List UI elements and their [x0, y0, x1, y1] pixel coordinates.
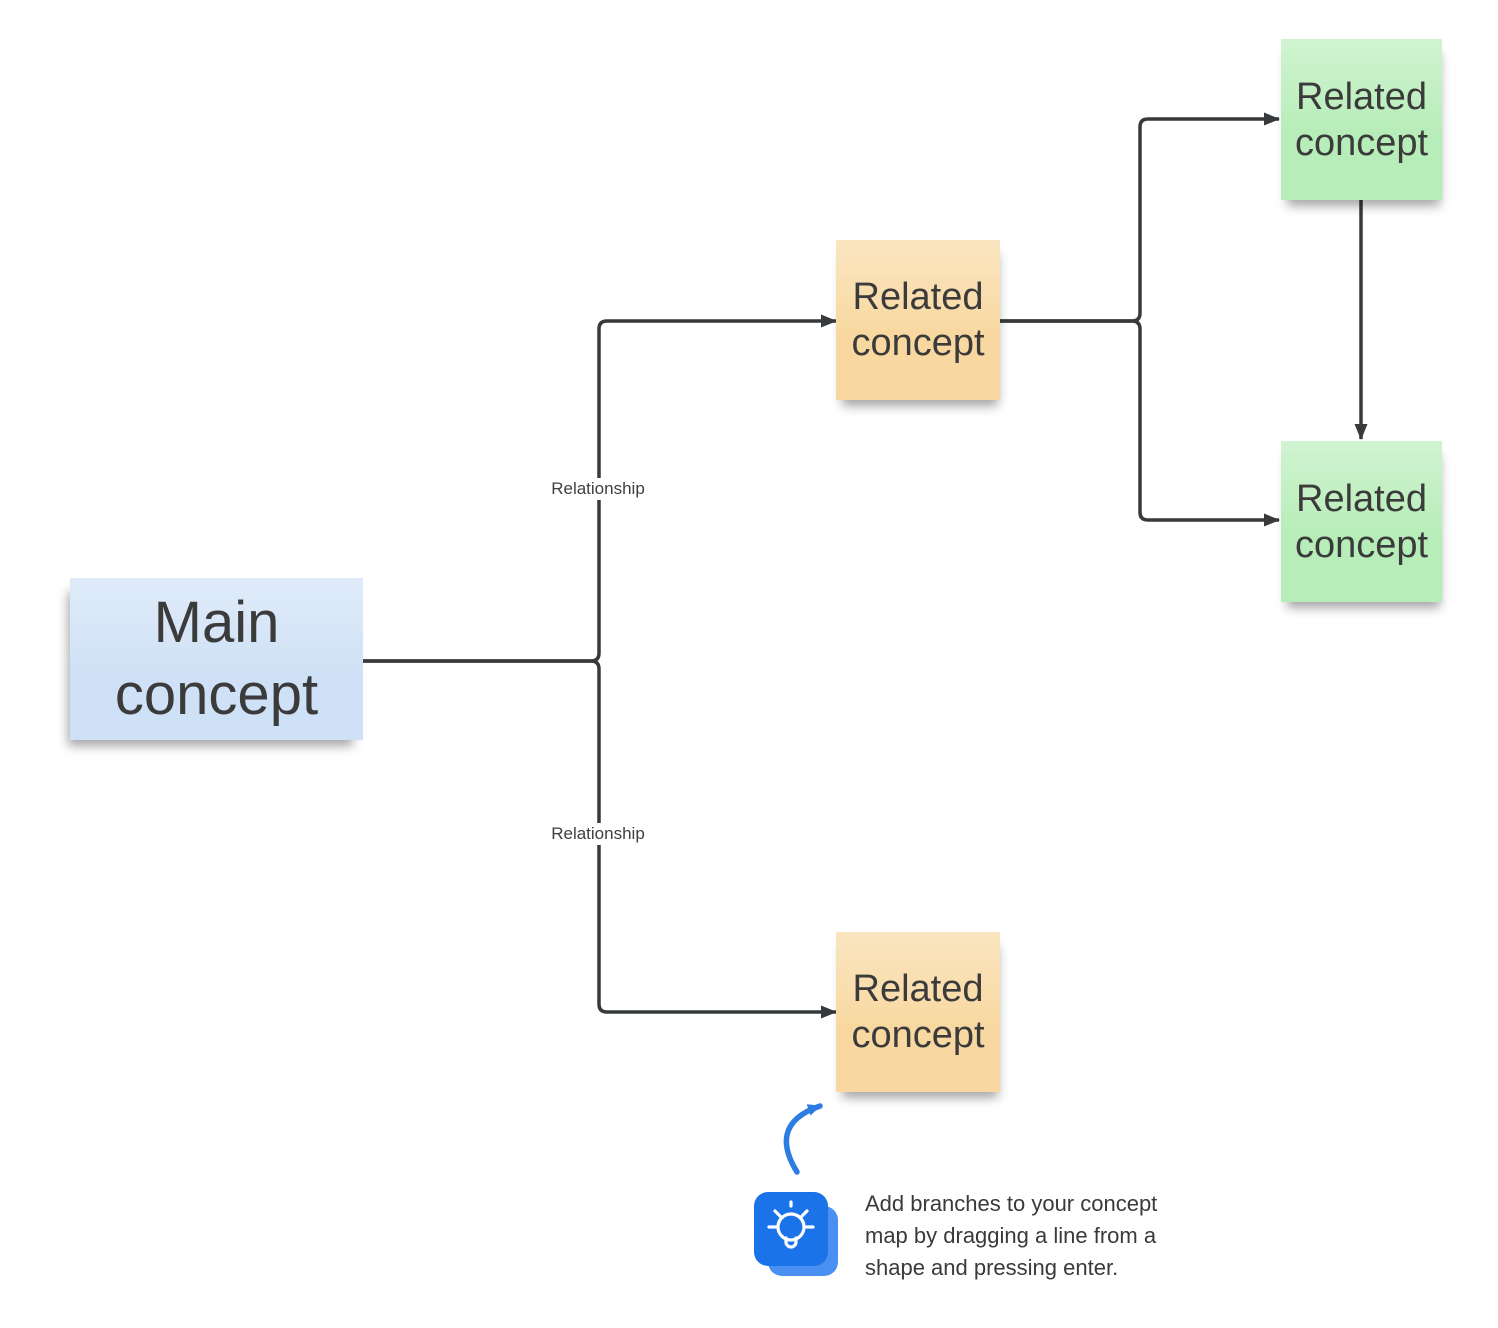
node-related-lower-right[interactable]: Related concept	[1281, 441, 1442, 602]
node-related-top[interactable]: Related concept	[836, 240, 1000, 400]
node-related-bottom[interactable]: Related concept	[836, 932, 1000, 1092]
edge-label-relationship-bottom[interactable]: Relationship	[545, 823, 651, 845]
node-main-concept[interactable]: Main concept	[70, 578, 363, 740]
node-main-concept-label: Main concept	[114, 590, 319, 727]
tip-text: Add branches to your concept map by drag…	[865, 1191, 1158, 1280]
connector-top-to-lower-right[interactable]	[1000, 319, 1280, 527]
node-related-lower-right-label: Related concept	[1294, 477, 1429, 566]
node-related-bottom-label: Related concept	[851, 968, 985, 1056]
edge-label-relationship-top[interactable]: Relationship	[545, 478, 651, 500]
lightbulb-icon	[767, 1200, 815, 1249]
tip-icon[interactable]	[754, 1192, 828, 1266]
tip-curved-arrow	[783, 1103, 823, 1175]
node-related-top-label: Related concept	[851, 276, 985, 364]
connector-top-to-upper-right[interactable]	[1000, 112, 1280, 323]
node-related-upper-right-label: Related concept	[1294, 75, 1429, 164]
node-related-upper-right[interactable]: Related concept	[1281, 39, 1442, 200]
